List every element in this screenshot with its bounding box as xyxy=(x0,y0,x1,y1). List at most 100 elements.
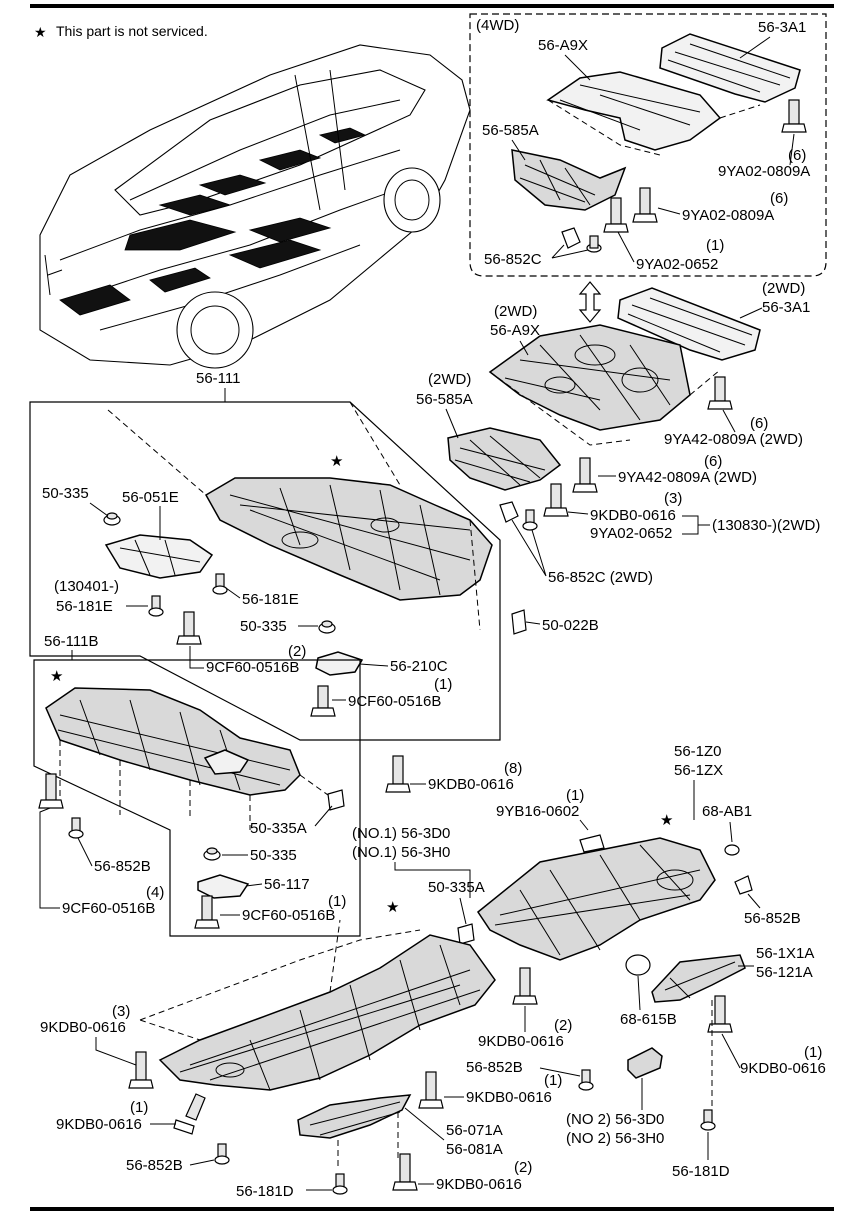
clip-56-181D-a xyxy=(332,1173,348,1195)
cover-56-071A xyxy=(297,1094,412,1139)
label-9KDB0-0616-d: 9KDB0-0616 xyxy=(478,1033,564,1050)
bolt-9YA02-0809A-a xyxy=(781,99,807,133)
label-50-335-a: 50-335 xyxy=(42,485,89,502)
label-9KDB0-0616-e: 9KDB0-0616 xyxy=(740,1060,826,1077)
label-56-181D-a: 56-181D xyxy=(236,1183,294,1200)
bolt-9YA02-0809A-b xyxy=(632,187,658,223)
label-no1-3d0: (NO.1) 56-3D0 xyxy=(352,825,450,842)
label-9KDB0-0616-a: 9KDB0-0616 xyxy=(590,507,676,524)
pad-68-615B xyxy=(625,954,651,976)
bolt-9KDB0-0616-f xyxy=(418,1071,444,1109)
clip-56-181E-b xyxy=(212,573,228,595)
nut-50-335-c xyxy=(203,847,221,861)
label-56-585A-4wd: 56-585A xyxy=(482,122,539,139)
plate-56-3D0-no2 xyxy=(627,1047,663,1079)
label-no1-3h0: (NO.1) 56-3H0 xyxy=(352,844,450,861)
undercover-56-111 xyxy=(204,477,493,601)
qty-9YA02-0809A-a: (6) xyxy=(788,147,806,164)
label-9YA02-0809A-a: 9YA02-0809A xyxy=(718,163,810,180)
label-50-022B: 50-022B xyxy=(542,617,599,634)
qty-9CF60-0516B-c: (4) xyxy=(146,884,164,901)
plate-56-210C xyxy=(315,651,364,676)
label-9YA02-0809A-b: 9YA02-0809A xyxy=(682,207,774,224)
note-text: This part is not serviced. xyxy=(56,23,208,39)
label-9KDB0-0616-h: 9KDB0-0616 xyxy=(436,1176,522,1193)
label-56-852C-2wd: 56-852C (2WD) xyxy=(548,569,653,586)
qty-9KDB0-0616-c: (3) xyxy=(112,1003,130,1020)
label-56-852B-a: 56-852B xyxy=(94,858,151,875)
qty-9CF60-0516B-d: (1) xyxy=(328,893,346,910)
bolt-9KDB0-0616-e xyxy=(707,995,733,1033)
label-no2-3d0: (NO 2) 56-3D0 xyxy=(566,1111,664,1128)
bolt-9CF60-0516B-d xyxy=(194,895,220,929)
bottom-rule xyxy=(30,1207,834,1211)
top-rule xyxy=(30,4,834,8)
label-2wd-3a1: (2WD) xyxy=(762,280,805,297)
label-9YA42-0809A-b: 9YA42-0809A (2WD) xyxy=(618,469,757,486)
grommet-9YB16-0602 xyxy=(579,834,605,853)
bolt-9KDB0-0616-h xyxy=(392,1153,418,1191)
clip-50-335A-a xyxy=(327,789,345,811)
clip-56-852B-c xyxy=(578,1069,594,1091)
label-56-1ZX: 56-1ZX xyxy=(674,762,723,779)
undercover-56-111B xyxy=(45,687,301,796)
qty-9CF60-0516B-b: (1) xyxy=(434,676,452,693)
qty-9KDB0-0616-f: (1) xyxy=(544,1072,562,1089)
clip-56-852C-2wd xyxy=(499,501,538,531)
clip-68-AB1 xyxy=(724,844,740,856)
label-56-210C: 56-210C xyxy=(390,658,448,675)
cover-56-051E xyxy=(104,534,214,579)
vehicle-illustration xyxy=(39,44,471,369)
star-56-111B: ★ xyxy=(50,668,63,685)
qty-9YA02-0809A-b: (6) xyxy=(770,190,788,207)
label-2wd-a9x: (2WD) xyxy=(494,303,537,320)
bolt-9CF60-0516B-a xyxy=(176,611,202,645)
label-4wd-title: (4WD) xyxy=(476,17,519,34)
label-56-3A1-4wd: 56-3A1 xyxy=(758,19,806,36)
bracket-56-111B-center xyxy=(203,749,250,775)
label-56-3A1-2wd: 56-3A1 xyxy=(762,299,810,316)
clip-56-181E-a xyxy=(148,595,164,617)
label-9YB16-0602: 9YB16-0602 xyxy=(496,803,579,820)
group-box-56-111 xyxy=(29,401,501,741)
bolt-9CF60-0516B-c xyxy=(38,773,64,809)
star-56-3D0-no1: ★ xyxy=(386,899,399,916)
clip-56-852C-4wd xyxy=(561,227,602,253)
label-56-1X1A: 56-1X1A xyxy=(756,945,814,962)
interchange-arrow xyxy=(578,281,602,323)
clip-56-852B-d xyxy=(214,1143,230,1165)
clip-56-181D-b xyxy=(700,1109,716,1131)
label-56-051E: 56-051E xyxy=(122,489,179,506)
undercover-56-1Z0 xyxy=(476,837,716,961)
label-56-585A-2wd: 56-585A xyxy=(416,391,473,408)
label-9CF60-0516B-c: 9CF60-0516B xyxy=(62,900,155,917)
label-56-121A: 56-121A xyxy=(756,964,813,981)
star-56-111: ★ xyxy=(330,453,343,470)
label-56-1Z0: 56-1Z0 xyxy=(674,743,722,760)
label-range-130401: (130401-) xyxy=(54,578,119,595)
label-56-852C-4wd: 56-852C xyxy=(484,251,542,268)
qty-9KDB0-0616-b: (8) xyxy=(504,760,522,777)
label-9YA02-0652-2wd: 9YA02-0652 xyxy=(590,525,672,542)
bracket-130830 xyxy=(682,515,710,535)
label-68-615B: 68-615B xyxy=(620,1011,677,1028)
clip-50-022B xyxy=(511,609,527,635)
label-50-335A-b: 50-335A xyxy=(428,879,485,896)
qty-9KDB0-0616-g: (1) xyxy=(130,1099,148,1116)
bolt-9YA02-0652-4wd xyxy=(603,197,629,233)
label-9YA42-0809A-a: 9YA42-0809A (2WD) xyxy=(664,431,803,448)
label-56-852B-b: 56-852B xyxy=(744,910,801,927)
label-56-181D-b: 56-181D xyxy=(672,1163,730,1180)
label-56-181E-b: 56-181E xyxy=(242,591,299,608)
qty-9KDB0-0616-e: (1) xyxy=(804,1044,822,1061)
qty-9KDB0-0616-h: (2) xyxy=(514,1159,532,1176)
bolt-9KDB0-0616-c xyxy=(128,1051,154,1089)
label-50-335-b: 50-335 xyxy=(240,618,287,635)
label-9CF60-0516B-b: 9CF60-0516B xyxy=(348,693,441,710)
label-56-117: 56-117 xyxy=(264,876,310,893)
label-56-071A: 56-071A xyxy=(446,1122,503,1139)
label-9KDB0-0616-f: 9KDB0-0616 xyxy=(466,1089,552,1106)
panel-56-A9X-2wd xyxy=(488,324,691,431)
label-50-335-c: 50-335 xyxy=(250,847,297,864)
qty-9YA42-0809A-b: (6) xyxy=(704,453,722,470)
